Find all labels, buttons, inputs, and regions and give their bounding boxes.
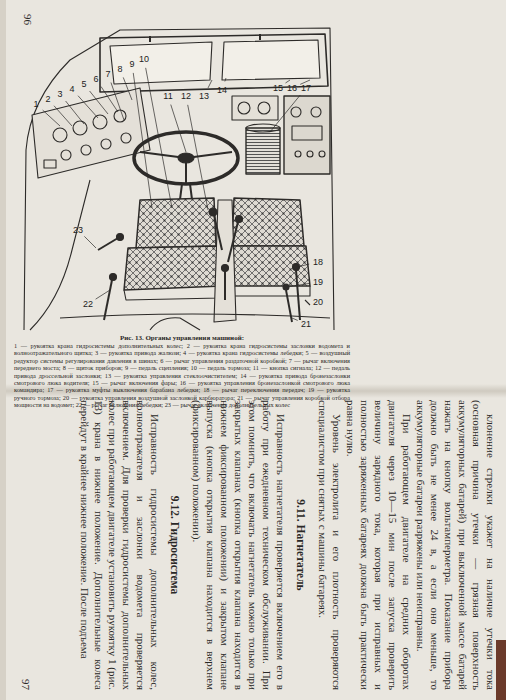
leader-line <box>270 95 300 132</box>
caption-text: 1 — рукоятка крана гидросистемы дополнит… <box>14 342 350 409</box>
callout-number: 22 <box>83 299 93 309</box>
callout-number: 17 <box>301 83 311 93</box>
callout-number: 19 <box>313 277 323 287</box>
leader-line <box>90 91 108 114</box>
leader-line <box>297 264 309 267</box>
leader-line <box>188 105 208 210</box>
body-paragraph: При работающем двигателе на средних обор… <box>344 400 414 690</box>
callout-number: 6 <box>93 74 98 84</box>
callout-number: 4 <box>69 84 74 94</box>
callout-number: 2 <box>45 94 50 104</box>
leader-line <box>292 318 298 320</box>
callout-number: 18 <box>313 257 323 267</box>
leader-line <box>133 73 152 208</box>
section-heading: 9.11. Нагнетатель <box>294 400 308 690</box>
leader-line <box>111 83 124 120</box>
callout-number: 14 <box>217 85 227 95</box>
leader-line <box>285 80 290 83</box>
callout-number: 11 <box>163 91 172 101</box>
page-number: 96 <box>22 14 34 54</box>
leader-line <box>54 106 72 126</box>
callout-number: 12 <box>181 91 191 101</box>
leader-line <box>225 78 226 81</box>
leader-line <box>171 105 186 152</box>
callout-number: 10 <box>139 54 149 64</box>
figure-caption: Рис. 13. Органы управления машиной:1 — р… <box>14 334 350 409</box>
callout-number: 13 <box>199 91 209 101</box>
body-paragraph: Исправность нагнетателя проверяется вклю… <box>190 400 288 690</box>
body-paragraph: Исправность гидросистемы дополнительных … <box>78 400 162 690</box>
body-paragraph: клонение стрелки укажет на наличие утечк… <box>414 400 498 690</box>
leader-line <box>84 236 96 248</box>
callout-number: 20 <box>313 297 323 307</box>
page-number-holder: 96 <box>14 14 34 54</box>
leader-line <box>146 68 172 208</box>
leader-line <box>101 86 118 112</box>
section-heading: 9.12. Гидросистема <box>168 400 182 690</box>
callout-number: 5 <box>81 79 86 89</box>
leader-line <box>287 283 309 287</box>
callout-number: 23 <box>73 225 83 235</box>
leader-line <box>66 101 84 124</box>
leader-line <box>78 96 98 118</box>
callout-number: 1 <box>33 99 38 109</box>
callout-number: 9 <box>129 59 134 69</box>
callout-number: 8 <box>117 64 122 74</box>
leader-line <box>43 110 60 126</box>
leader-line <box>123 77 132 100</box>
callout-number: 7 <box>105 69 110 79</box>
callout-number: 16 <box>287 83 297 93</box>
text-page: клонение стрелки укажет на наличие утечк… <box>20 400 498 690</box>
callout-number: 15 <box>273 83 283 93</box>
leader-line <box>96 290 110 299</box>
callout-number: 21 <box>301 319 311 329</box>
figure-title: Рис. 13. Органы управления машиной: <box>14 334 350 342</box>
callout-number: 3 <box>57 89 62 99</box>
body-paragraph: Уровень электролита и его плотность пров… <box>316 400 344 690</box>
leader-line <box>208 80 212 88</box>
page-number: 97 <box>20 679 32 690</box>
book-cover <box>496 640 506 700</box>
